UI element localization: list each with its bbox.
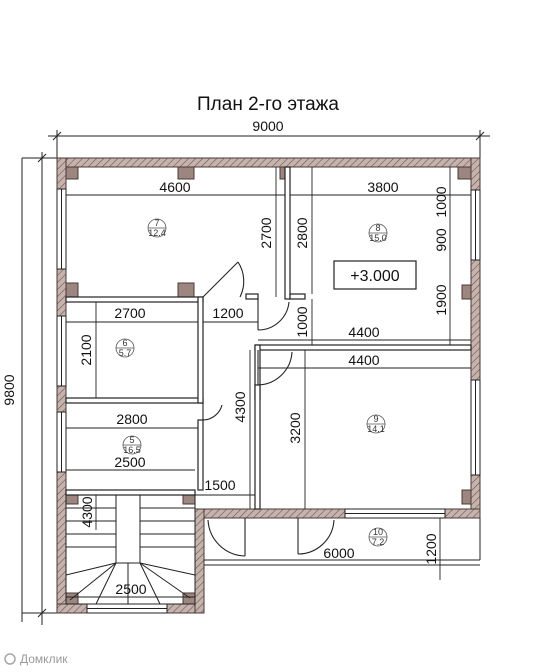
room-area: 5.7	[119, 348, 132, 358]
dim-balcony-width: 6000	[323, 545, 354, 561]
dim-door-gap: 1200	[212, 305, 243, 321]
room-number: 6	[122, 338, 127, 348]
windows	[56, 188, 481, 614]
dim-stair-width-top: 2500	[114, 454, 145, 470]
dim-stair-landing: 1500	[204, 477, 235, 493]
overall-height-label: 9800	[1, 374, 17, 405]
room-area: 12.4	[148, 228, 166, 238]
dim-corridor-height: 1000	[294, 306, 310, 337]
dim-room7-height: 2700	[258, 217, 274, 248]
dim-room7-width: 4600	[159, 179, 190, 195]
room-number: 10	[373, 527, 383, 537]
balcony-outline	[204, 518, 481, 561]
room-area: 14.1	[367, 424, 385, 434]
room-tag: 10 7.2	[368, 527, 388, 547]
room-area: 7.2	[372, 537, 385, 547]
dim-room5-width: 2800	[116, 411, 147, 427]
room-number: 8	[375, 223, 380, 233]
dim-stair-depth: 4300	[79, 496, 95, 527]
dim-room8-right-top: 1000	[433, 186, 449, 217]
internal-dim-lines	[66, 167, 480, 598]
level-mark: +3.000	[333, 260, 417, 290]
dim-room9-width-bottom: 4400	[348, 352, 379, 368]
dim-room8-right-lower: 1900	[433, 284, 449, 315]
dim-room9-height: 3200	[287, 412, 303, 443]
dim-room9-width-top: 4400	[348, 324, 379, 340]
interior-walls	[65, 166, 472, 510]
dim-room8-width: 3800	[367, 179, 398, 195]
room-area: 16.5	[123, 445, 141, 455]
room-area: 15.0	[369, 233, 387, 243]
room-tag: 5 16.5	[122, 435, 142, 455]
room-number: 5	[129, 435, 134, 445]
room-tag: 9 14.1	[366, 414, 386, 434]
room-tag: 7 12.4	[147, 218, 167, 238]
level-mark-label: +3.000	[350, 268, 399, 285]
dim-hall-height: 4300	[232, 391, 248, 422]
room-tag: 6 5.7	[115, 338, 135, 358]
dim-balcony-depth: 1200	[423, 533, 439, 564]
overall-dimensions	[21, 130, 490, 625]
dim-window-right: 900	[433, 228, 449, 252]
watermark: Домклик	[4, 652, 68, 666]
room-tag: 8 15.0	[368, 223, 388, 243]
dim-room8-left-height: 2800	[294, 217, 310, 248]
dim-room6-width: 2700	[114, 305, 145, 321]
watermark-label: Домклик	[20, 652, 68, 666]
staircase	[65, 494, 196, 605]
doors	[202, 261, 335, 557]
room-number: 7	[154, 218, 159, 228]
dim-room6-height: 2100	[78, 334, 94, 365]
overall-width-label: 9000	[252, 118, 283, 134]
room-number: 9	[373, 414, 378, 424]
dim-stair-width-bottom: 2500	[115, 581, 146, 597]
plan-title: План 2-го этажа	[197, 94, 339, 115]
